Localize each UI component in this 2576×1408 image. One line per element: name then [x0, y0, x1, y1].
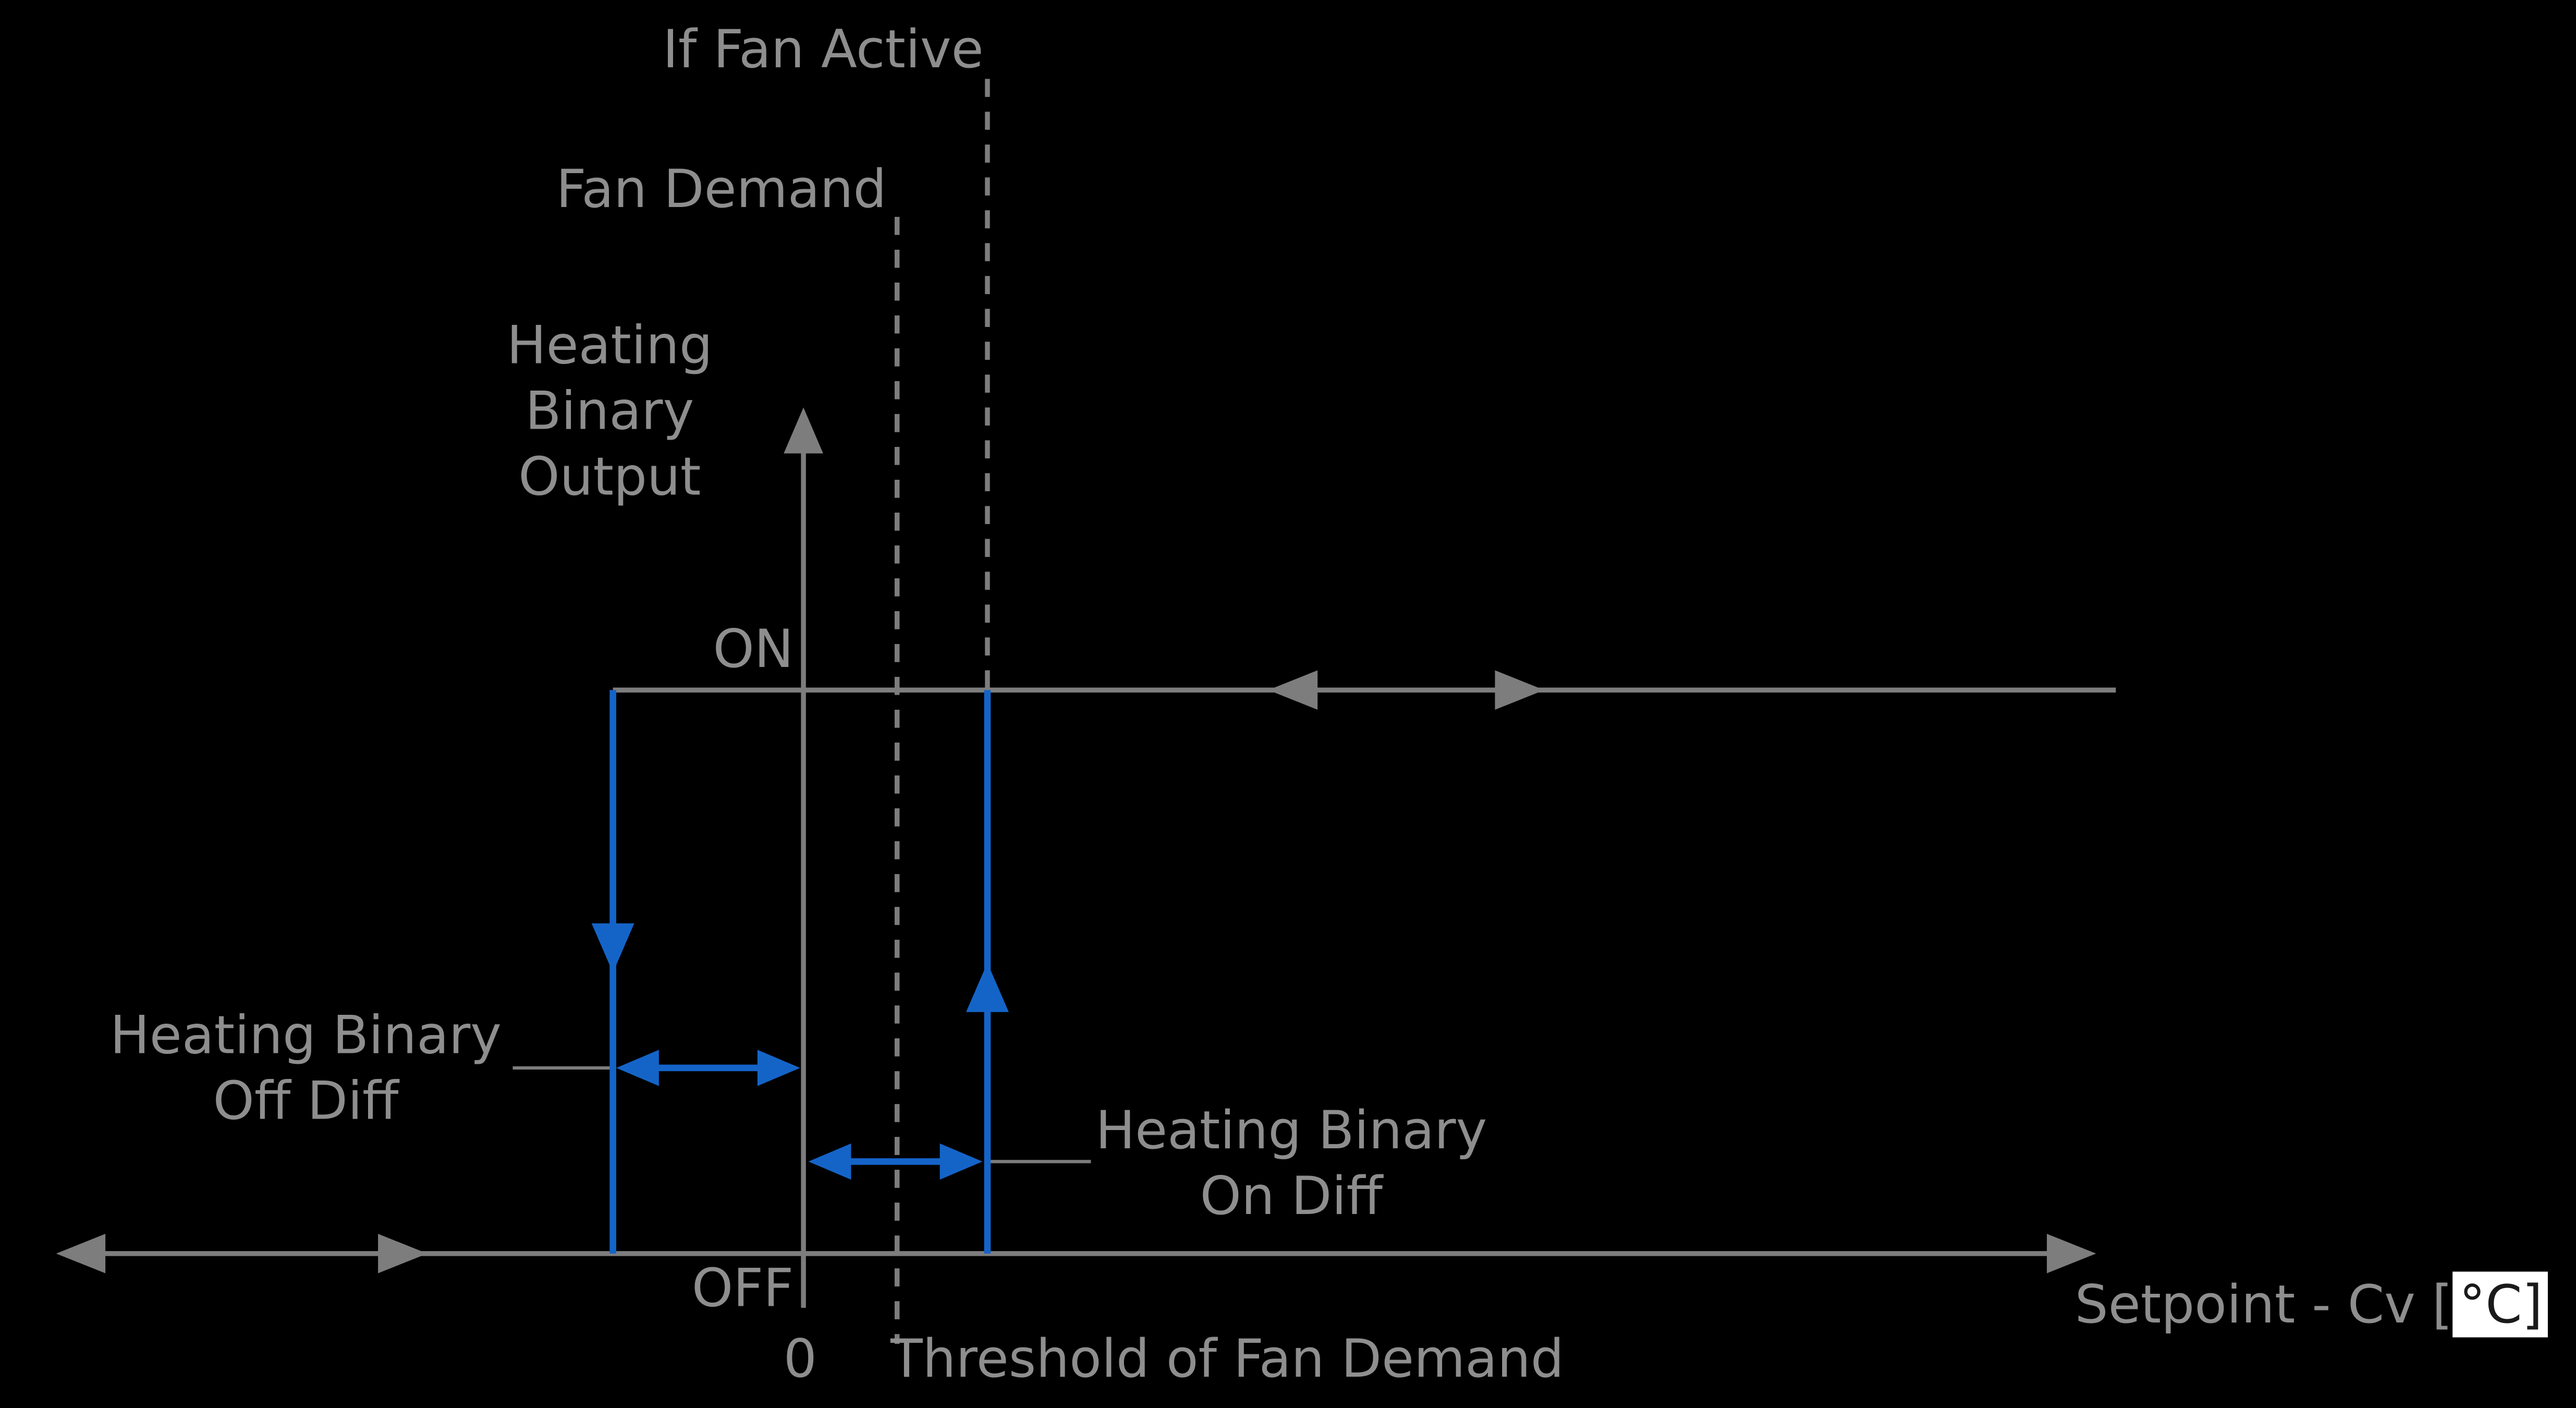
on-diff-right-arrowhead — [939, 1143, 983, 1180]
off-diff-right-arrowhead — [757, 1050, 800, 1086]
on-rise-up-arrowhead — [966, 963, 1009, 1012]
on-diff-label-line1: Heating Binary — [1095, 1099, 1487, 1161]
on-state-label: ON — [713, 618, 793, 679]
off-drop-down-arrowhead — [591, 923, 634, 973]
x-axis-right-arrowhead — [2047, 1234, 2096, 1273]
on-line-right-arrowhead — [1495, 670, 1544, 710]
y-axis-label-line1: Heating — [507, 314, 713, 375]
on-diff-label-line2: On Diff — [1200, 1165, 1384, 1227]
y-axis-up-arrowhead — [784, 407, 823, 454]
threshold-of-fan-demand-label: Threshold of Fan Demand — [890, 1328, 1564, 1389]
off-diff-label-line1: Heating Binary — [110, 1004, 502, 1065]
x-axis-inner-right-arrowhead — [378, 1234, 428, 1273]
y-axis-label-line3: Output — [518, 445, 701, 507]
off-diff-left-arrowhead — [616, 1050, 659, 1086]
off-state-label: OFF — [692, 1257, 793, 1319]
origin-zero-label: 0 — [784, 1328, 817, 1389]
unit-highlight-box — [2452, 1271, 2548, 1338]
x-axis-left-arrowhead — [56, 1234, 106, 1273]
if-fan-active-label: If Fan Active — [663, 18, 983, 80]
on-diff-left-arrowhead — [808, 1143, 851, 1180]
off-diff-label-line2: Off Diff — [213, 1070, 400, 1132]
fan-demand-label: Fan Demand — [556, 158, 887, 220]
on-line-left-arrowhead — [1268, 670, 1318, 710]
x-axis-unit-label: °C] — [2459, 1273, 2543, 1335]
y-axis-label-line2: Binary — [525, 380, 694, 441]
x-axis-label: Setpoint - Cv [ — [2075, 1273, 2452, 1335]
